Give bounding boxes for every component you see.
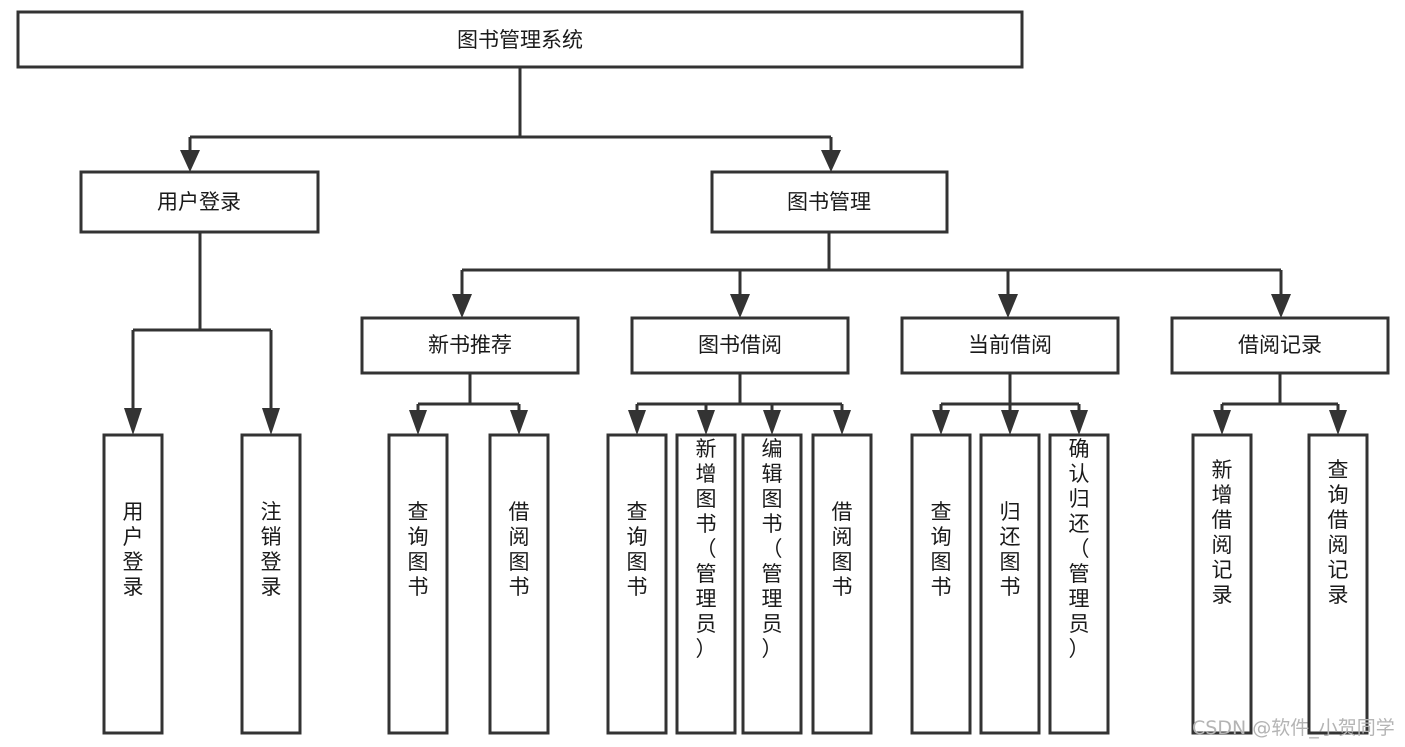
arrow-to-leaf-add-book-admin	[697, 410, 715, 435]
leaf-node-query-book-2-box[interactable]	[606, 433, 668, 735]
arrow-to-leaf-query-borrow-record	[1329, 410, 1347, 435]
node-user-login-box[interactable]	[79, 170, 320, 234]
arrow-to-current-borrow	[998, 294, 1018, 318]
node-book-management[interactable]: 图书管理	[710, 170, 949, 234]
leaf-node-confirm-return-admin-label: 确认归还（管理员）	[1069, 437, 1090, 661]
node-new-book-recommend-label: 新书推荐	[428, 333, 512, 357]
arrow-to-borrow-record	[1271, 294, 1291, 318]
node-new-book-recommend[interactable]: 新书推荐	[360, 316, 580, 375]
leaf-node-edit-book-admin-label: 编辑图书（管理员）	[762, 437, 783, 661]
arrow-to-user-login	[180, 150, 200, 172]
arrow-to-leaf-confirm-return-admin	[1070, 410, 1088, 435]
node-new-book-recommend-box[interactable]	[360, 316, 580, 375]
node-user-login[interactable]: 用户登录	[79, 170, 320, 234]
arrow-to-book-borrow	[730, 294, 750, 318]
node-current-borrow[interactable]: 当前借阅	[900, 316, 1120, 375]
node-borrow-record[interactable]: 借阅记录	[1170, 316, 1390, 375]
leaf-node-query-book-2[interactable]: 查询图书	[606, 433, 668, 735]
leaf-node-add-borrow-record-box[interactable]	[1191, 433, 1253, 735]
arrow-to-leaf-edit-book-admin	[763, 410, 781, 435]
arrow-to-leaf-add-borrow-record	[1213, 410, 1231, 435]
leaf-node-return-book[interactable]: 归还图书	[979, 433, 1041, 735]
node-book-borrow[interactable]: 图书借阅	[630, 316, 850, 375]
arrow-to-leaf-query-book-1	[409, 410, 427, 435]
leaf-node-return-book-box[interactable]	[979, 433, 1041, 735]
node-borrow-record-label: 借阅记录	[1238, 333, 1322, 357]
leaf-node-edit-book-admin-box[interactable]	[741, 433, 803, 735]
leaf-node-borrow-book-1-box[interactable]	[488, 433, 550, 735]
connector-layer	[124, 67, 1347, 435]
node-book-borrow-label: 图书借阅	[698, 333, 782, 357]
leaf-node-borrow-book-2[interactable]: 借阅图书	[811, 433, 873, 735]
leaf-node-borrow-book-1-label: 借阅图书	[509, 500, 530, 599]
node-user-login-label: 用户登录	[157, 190, 241, 214]
leaf-node-query-book-1-box[interactable]	[387, 433, 449, 735]
arrow-to-leaf-query-book-2	[628, 410, 646, 435]
leaf-node-query-book-1-label: 查询图书	[408, 500, 429, 599]
arrow-to-leaf-borrow-book-1	[510, 410, 528, 435]
node-book-management-label: 图书管理	[787, 190, 871, 214]
leaf-node-query-borrow-record-label: 查询借阅记录	[1328, 458, 1349, 607]
leaf-node-edit-book-admin[interactable]: 编辑图书（管理员）	[741, 433, 803, 735]
leaf-node-logout-login[interactable]: 注销登录	[240, 433, 302, 735]
arrow-to-new-book-recommend	[452, 294, 472, 318]
leaf-node-confirm-return-admin[interactable]: 确认归还（管理员）	[1048, 433, 1110, 735]
leaf-node-query-book-3-box[interactable]	[910, 433, 972, 735]
leaf-node-query-book-1[interactable]: 查询图书	[387, 433, 449, 735]
csdn-watermark: CSDN @软件_小贺同学	[1192, 717, 1395, 739]
leaf-node-add-borrow-record-label: 新增借阅记录	[1212, 458, 1233, 607]
arrow-to-leaf-return-book	[1001, 410, 1019, 435]
leaf-node-add-borrow-record[interactable]: 新增借阅记录	[1191, 433, 1253, 735]
node-borrow-record-box[interactable]	[1170, 316, 1390, 375]
leaf-node-query-book-3-label: 查询图书	[931, 500, 952, 599]
leaf-node-query-book-2-label: 查询图书	[627, 500, 648, 599]
arrow-to-leaf-borrow-book-2	[833, 410, 851, 435]
leaf-node-query-borrow-record-box[interactable]	[1307, 433, 1369, 735]
arrow-to-leaf-logout-login	[262, 408, 280, 435]
node-root[interactable]: 图书管理系统	[16, 10, 1024, 69]
leaf-node-user-login-label: 用户登录	[123, 500, 144, 599]
arrow-to-leaf-query-book-3	[932, 410, 950, 435]
node-current-borrow-label: 当前借阅	[968, 333, 1052, 357]
node-root-label: 图书管理系统	[457, 28, 583, 52]
leaf-node-add-book-admin-label: 新增图书（管理员）	[696, 437, 717, 661]
leaf-node-logout-login-label: 注销登录	[261, 500, 282, 599]
arrow-to-book-management	[821, 150, 841, 172]
leaf-node-query-book-3[interactable]: 查询图书	[910, 433, 972, 735]
leaf-node-add-book-admin-box[interactable]	[675, 433, 737, 735]
leaf-node-return-book-label: 归还图书	[1000, 500, 1021, 599]
node-current-borrow-box[interactable]	[900, 316, 1120, 375]
leaf-node-confirm-return-admin-box[interactable]	[1048, 433, 1110, 735]
leaf-node-query-borrow-record[interactable]: 查询借阅记录	[1307, 433, 1369, 735]
node-root-box[interactable]	[16, 10, 1024, 69]
node-book-borrow-box[interactable]	[630, 316, 850, 375]
leaf-node-user-login-box[interactable]	[102, 433, 164, 735]
leaf-node-borrow-book-1[interactable]: 借阅图书	[488, 433, 550, 735]
arrow-to-leaf-user-login	[124, 408, 142, 435]
leaf-node-add-book-admin[interactable]: 新增图书（管理员）	[675, 433, 737, 735]
leaf-node-logout-login-box[interactable]	[240, 433, 302, 735]
leaf-node-borrow-book-2-box[interactable]	[811, 433, 873, 735]
leaf-nodes-layer: 用户登录 注销登录 查询图书 借阅图书 查询图书 新增图书（管理员） 编辑图书（…	[102, 433, 1369, 735]
leaf-node-borrow-book-2-label: 借阅图书	[832, 500, 853, 599]
leaf-node-user-login[interactable]: 用户登录	[102, 433, 164, 735]
node-book-management-box[interactable]	[710, 170, 949, 234]
